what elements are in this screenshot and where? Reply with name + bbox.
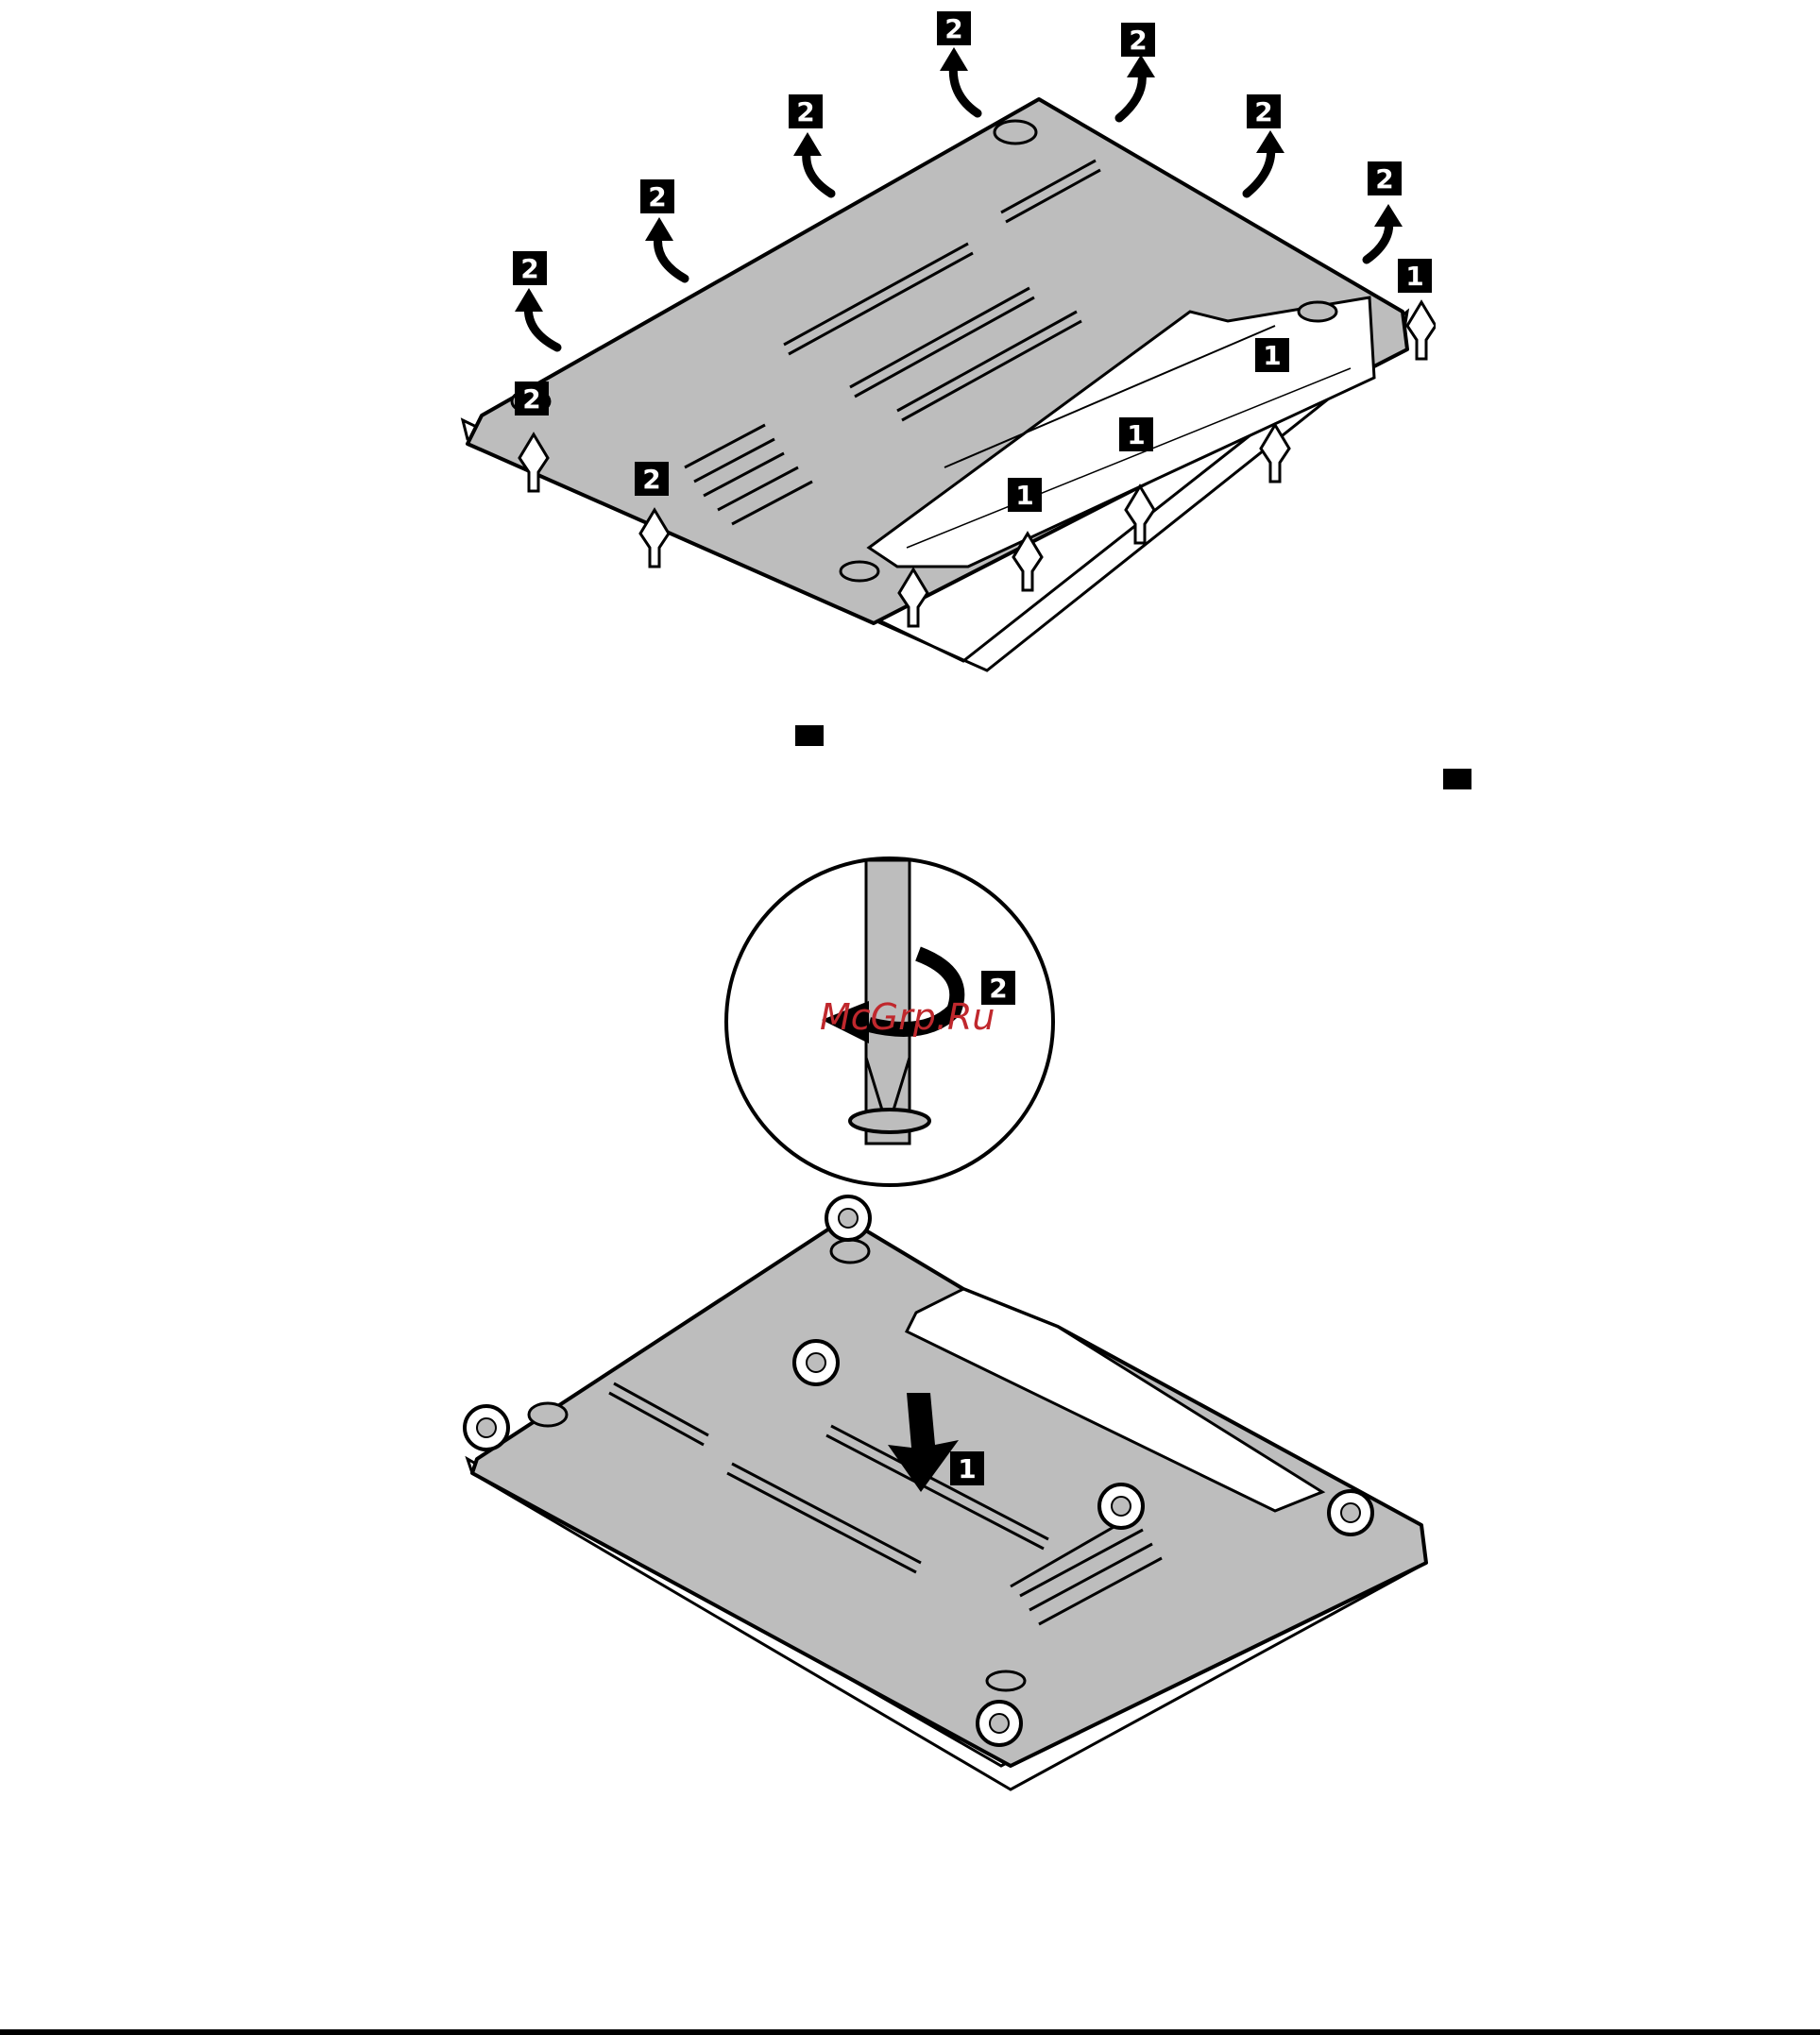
numbered-step-badge-icon: 1	[948, 1450, 986, 1487]
watermark: McGrp.Ru	[812, 992, 1058, 1039]
svg-text:McGrp.Ru: McGrp.Ru	[820, 996, 995, 1038]
up-arrow-icon	[510, 293, 1436, 633]
numbered-step-badge-icon: 1	[1396, 257, 1434, 295]
black-square-marker-icon	[1443, 769, 1471, 789]
black-square-marker-icon	[795, 725, 824, 746]
svg-text:1: 1	[958, 1453, 976, 1484]
callout-1-push: 1	[948, 1450, 986, 1487]
svg-text:1: 1	[1405, 261, 1423, 292]
page-bottom-rule	[0, 2029, 1820, 2035]
callout-1-right: 1	[1396, 257, 1434, 295]
